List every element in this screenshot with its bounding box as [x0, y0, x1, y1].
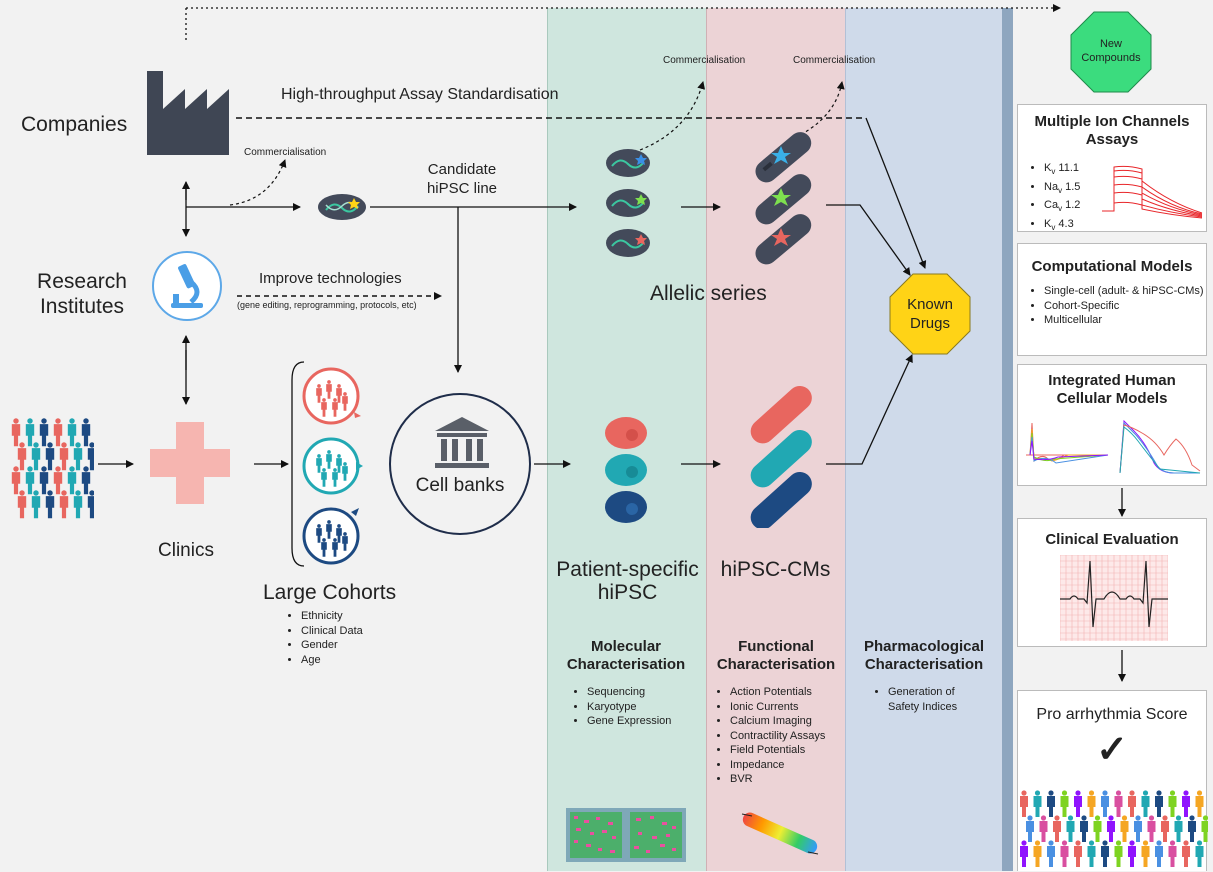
known-drugs-octagon — [889, 273, 971, 355]
list-item: Kv 11.1 — [1044, 161, 1080, 180]
list-item: Cav 1.2 — [1044, 198, 1080, 217]
ion-channel-assays-panel: Multiple Ion Channels Assays Kv 11.1 Nav… — [1017, 104, 1207, 232]
list-item: BVR — [730, 772, 825, 787]
new-compounds-octagon — [1070, 11, 1152, 93]
list-item: Contractility Assays — [730, 729, 825, 744]
list-item: Kv 4.3 — [1044, 217, 1080, 236]
patient-hipsc-label: Patient-specific hiPSC — [556, 558, 699, 604]
cohort-navy-icon — [302, 507, 360, 565]
ion-channel-list: Kv 11.1 Nav 1.5 Cav 1.2 Kv 4.3 — [1030, 161, 1080, 236]
list-item: Nav 1.5 — [1044, 180, 1080, 199]
list-item: Gender — [301, 638, 363, 653]
gene-expression-heatmap — [566, 808, 686, 862]
clinical-evaluation-title: Clinical Evaluation — [1045, 531, 1179, 548]
list-item: Generation of Safety Indices — [888, 685, 988, 714]
cohort-red-icon — [302, 367, 361, 425]
candidate-line-label: Candidate hiPSC line — [426, 161, 498, 197]
list-item: Impedance — [730, 758, 825, 773]
integrated-models-panel: Integrated Human Cellular Models — [1017, 364, 1207, 486]
pharmacological-title: Pharmacological Characterisation — [863, 638, 985, 673]
list-item: Ethnicity — [301, 609, 363, 624]
computational-models-title: Computational Models — [1031, 258, 1193, 275]
patient-crowd-icon — [11, 418, 94, 519]
list-item: Sequencing — [587, 685, 671, 700]
patient-cardiomyocytes-icon — [750, 385, 812, 528]
functional-title: Functional Characterisation — [716, 638, 836, 673]
ecg-trace — [1060, 555, 1168, 641]
list-item: Action Potentials — [730, 685, 825, 700]
pro-arrhythmia-score-panel: Pro arrhythmia Score ✓ — [1017, 690, 1208, 871]
factory-icon — [147, 71, 229, 155]
companies-label: Companies — [21, 113, 128, 136]
clinical-evaluation-panel: Clinical Evaluation — [1017, 518, 1207, 647]
population-crowd-icon — [1020, 790, 1208, 867]
list-item: Ionic Currents — [730, 700, 825, 715]
list-item: Field Potentials — [730, 743, 825, 758]
allelic-cardiomyocytes-icon — [755, 132, 812, 265]
allelic-stem-cells-icon — [606, 149, 650, 257]
pharmacological-band — [845, 8, 1003, 871]
candidate-cell-icon — [318, 194, 366, 220]
list-item: Karyotype — [587, 700, 671, 715]
commercialisation-label-3: Commercialisation — [793, 55, 876, 66]
current-traces-plot — [1102, 165, 1203, 219]
molecular-list: Sequencing Karyotype Gene Expression — [573, 685, 671, 729]
list-item: Gene Expression — [587, 714, 671, 729]
list-item: Clinical Data — [301, 624, 363, 639]
high-throughput-label: High-throughput Assay Standardisation — [281, 86, 559, 103]
action-potential-plot — [1026, 419, 1201, 474]
list-item: Age — [301, 653, 363, 668]
hipsc-cms-label: hiPSC-CMs — [720, 558, 831, 581]
microscope-icon — [152, 251, 222, 321]
known-drugs-label: Known Drugs — [907, 296, 953, 332]
list-item: Calcium Imaging — [730, 714, 825, 729]
contractility-cell-icon — [741, 812, 819, 855]
pharmacological-list: Generation of Safety Indices — [874, 685, 988, 714]
cohort-attributes-list: Ethnicity Clinical Data Gender Age — [287, 609, 363, 667]
improve-technologies-sub: (gene editing, reprogramming, protocols,… — [237, 300, 417, 310]
integrated-models-title: Integrated Human Cellular Models — [1048, 372, 1176, 407]
cell-banks-circle: Cell banks — [389, 393, 531, 535]
commercialisation-label-1: Commercialisation — [244, 147, 327, 158]
cell-banks-label: Cell banks — [415, 475, 505, 496]
pro-arrhythmia-score-title: Pro arrhythmia Score — [1036, 706, 1188, 723]
checkmark-icon: ✓ — [1096, 729, 1128, 771]
functional-list: Action Potentials Ionic Currents Calcium… — [716, 685, 825, 787]
research-institutes-label: Research Institutes — [37, 270, 127, 318]
commercialisation-label-2: Commercialisation — [663, 55, 746, 66]
clinics-label: Clinics — [158, 540, 214, 561]
list-item: Multicellular — [1044, 313, 1208, 328]
ion-channel-assays-title: Multiple Ion Channels Assays — [1034, 113, 1190, 148]
bank-building-icon — [435, 417, 489, 468]
improve-technologies-label: Improve technologies — [259, 270, 402, 287]
computational-models-list: Single-cell (adult- & hiPSC-CMs) Cohort-… — [1030, 284, 1208, 328]
cohort-teal-icon — [302, 437, 363, 495]
allelic-series-label: Allelic series — [650, 282, 767, 305]
divider-bar — [1002, 8, 1013, 871]
list-item: Single-cell (adult- & hiPSC-CMs) — [1044, 284, 1208, 299]
large-cohorts-title: Large Cohorts — [263, 581, 397, 604]
molecular-title: Molecular Characterisation — [566, 638, 686, 673]
new-compounds-label: New Compounds — [1081, 38, 1141, 64]
list-item: Cohort-Specific — [1044, 299, 1208, 314]
clinic-cross-icon — [150, 422, 230, 504]
patient-hipsc-cells-icon — [605, 417, 647, 523]
computational-models-panel: Computational Models Single-cell (adult-… — [1017, 243, 1207, 356]
